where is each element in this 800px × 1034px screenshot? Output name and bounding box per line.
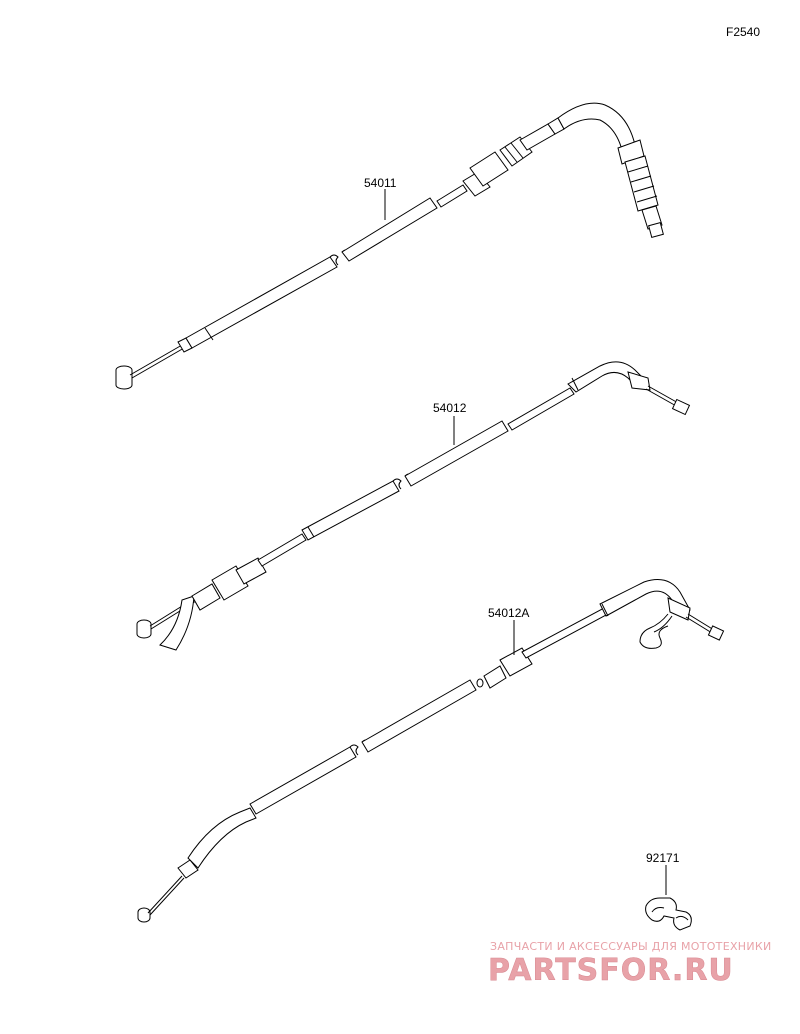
watermark-logo-text: PARTSFOR.RU bbox=[488, 953, 734, 988]
cable-end-nipple bbox=[115, 365, 133, 390]
cable-54011 bbox=[115, 102, 664, 390]
part-label-54012: 54012 bbox=[433, 401, 467, 415]
part-label-54012A: 54012A bbox=[488, 606, 529, 620]
clamp-92171 bbox=[645, 897, 692, 931]
cable-end-nipple bbox=[136, 619, 152, 639]
watermark-logo: PARTSFOR.RU bbox=[488, 953, 734, 988]
figure-code: F2540 bbox=[726, 25, 760, 39]
watermark-tagline: ЗАПЧАСТИ И АКСЕССУАРЫ ДЛЯ МОТОТЕХНИКИ bbox=[490, 940, 772, 953]
cable-54012 bbox=[136, 361, 691, 651]
part-label-54011: 54011 bbox=[364, 176, 397, 190]
cable-54012A bbox=[137, 579, 725, 923]
part-label-92171: 92171 bbox=[646, 851, 680, 865]
cable-end-nipple bbox=[137, 907, 151, 923]
